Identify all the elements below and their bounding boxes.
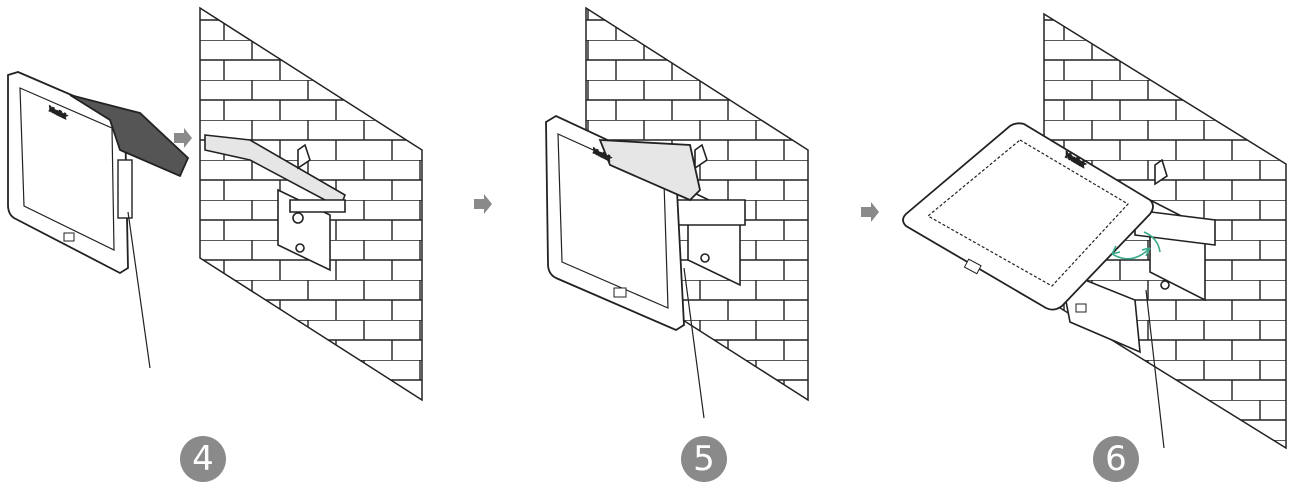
touch-panel-6-back <box>1058 268 1141 354</box>
step-5-illustration: Yealink <box>545 6 809 419</box>
step-4-illustration: Yealink <box>7 6 423 402</box>
step-6-illustration: Yealink <box>902 12 1287 450</box>
cable-4 <box>127 211 151 369</box>
touch-panel-6: Yealink <box>902 122 1154 311</box>
wall-bracket-6 <box>1134 158 1216 302</box>
rotation-arc-icon <box>1111 231 1161 260</box>
touch-panel-4: Yealink <box>7 71 190 275</box>
step-6-badge: 6 <box>1093 436 1139 482</box>
wall-bracket-4 <box>204 134 346 272</box>
step-5-badge: 5 <box>681 436 727 482</box>
touch-panel-5: Yealink <box>545 114 701 332</box>
cable-6 <box>1145 289 1165 449</box>
step-4-badge: 4 <box>180 436 226 482</box>
right-arrow-icon <box>861 202 879 222</box>
cable-5 <box>683 267 705 419</box>
right-arrow-icon <box>474 194 492 214</box>
wall-bracket-5 <box>674 143 746 287</box>
right-arrow-icon <box>174 128 192 148</box>
